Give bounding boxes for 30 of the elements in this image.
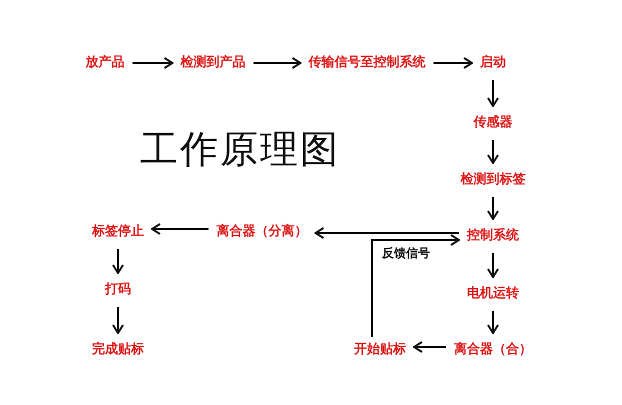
- arrow: [314, 227, 459, 239]
- arrow: [487, 197, 499, 220]
- step-label: 离合器（分离）: [214, 221, 310, 243]
- arrow: [487, 140, 499, 164]
- arrow: [151, 223, 208, 235]
- step-label: 传输信号至控制系统: [306, 52, 428, 74]
- arrow: [112, 307, 124, 334]
- arrow: [487, 80, 499, 107]
- step-label: 打码: [103, 279, 133, 301]
- arrow: [487, 311, 499, 334]
- step-label: 开始贴标: [352, 339, 408, 361]
- arrow: [254, 57, 302, 69]
- arrow: [434, 57, 473, 69]
- step-label: 电机运转: [465, 283, 521, 305]
- step-label: 传感器: [472, 112, 514, 134]
- step-label: 控制系统: [465, 225, 521, 247]
- step-label: 启动: [478, 52, 508, 74]
- arrow: [132, 57, 174, 69]
- diagram-title: 工作原理图: [140, 128, 340, 173]
- arrow: [112, 249, 124, 274]
- step-label: 标签停止: [90, 221, 146, 243]
- step-label: 离合器（合）: [452, 339, 534, 361]
- arrow: [487, 253, 499, 278]
- arrow: [413, 341, 446, 353]
- arrow: [371, 234, 460, 337]
- step-label: 放产品: [84, 52, 126, 74]
- step-label: 检测到产品: [178, 52, 248, 74]
- step-label: 检测到标签: [458, 169, 528, 191]
- step-label: 完成贴标: [90, 339, 146, 361]
- edge-label: 反馈信号: [382, 246, 430, 261]
